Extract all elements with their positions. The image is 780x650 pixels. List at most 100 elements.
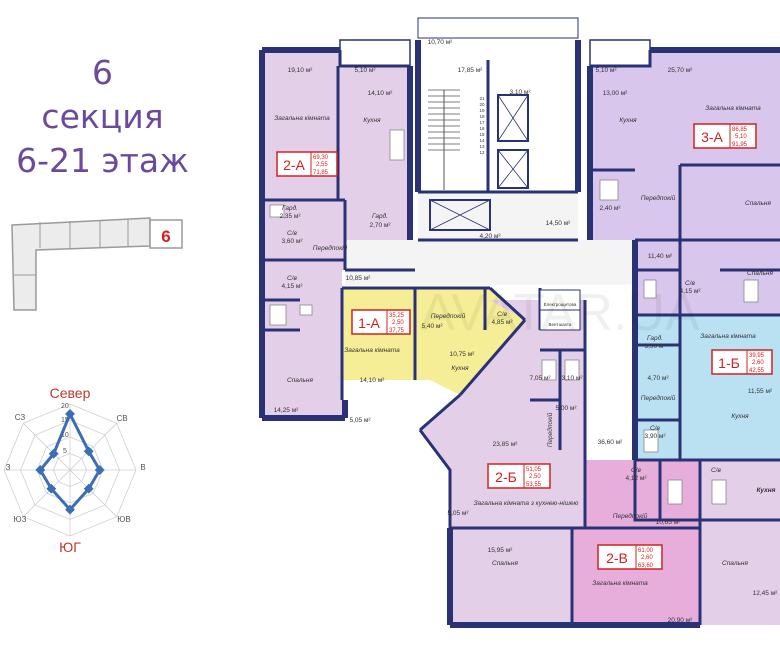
- room-area: 2,40 м²: [599, 205, 621, 212]
- room-name: С/в: [287, 275, 298, 282]
- svg-text:61,00: 61,00: [638, 548, 654, 554]
- room-name: Передпокій: [641, 394, 676, 402]
- rose-label-e: В: [140, 463, 145, 472]
- room-name: Загальна кімната: [592, 579, 648, 587]
- room-name: Передпокій: [431, 312, 466, 320]
- room-name: Загальна кімната: [274, 114, 330, 122]
- svg-text:2-A: 2-A: [283, 157, 305, 173]
- room-area: 11,40 м²: [648, 253, 673, 260]
- svg-text:69,30: 69,30: [313, 155, 329, 161]
- svg-text:5,10: 5,10: [735, 134, 747, 140]
- apt-tag-1a: 1-A 35,25 2,50 37,75: [351, 309, 411, 335]
- rose-label-north: Север: [50, 385, 91, 401]
- room-area: 13,00 м²: [603, 90, 629, 97]
- apt-tag-2v: 2-В 61,00 2,60 63,60: [597, 544, 663, 570]
- room-area: 5,05 м²: [349, 417, 371, 424]
- svg-text:20: 20: [479, 102, 485, 107]
- room-name: Загальна кімната: [700, 332, 756, 340]
- rose-label-sw: ЮЗ: [14, 515, 27, 524]
- building-plan: [259, 17, 780, 628]
- svg-text:2,55: 2,55: [316, 162, 328, 168]
- room-name: Кухня: [757, 487, 776, 494]
- room-name: Передпокій: [613, 512, 648, 520]
- rose-label-w: З: [6, 463, 11, 472]
- floor-index: 21 20 19 18 17 16 15 14 13 12: [479, 96, 485, 155]
- room-area: 4,20 м²: [479, 233, 501, 240]
- apt-1a-kitchen-zone: [415, 288, 525, 395]
- room-name: С/в: [685, 280, 696, 287]
- svg-text:42,55: 42,55: [749, 368, 765, 374]
- rose-tick: 15: [61, 417, 69, 424]
- room-area: 2,35 м²: [279, 213, 301, 220]
- room-name: Спальня: [722, 560, 748, 567]
- svg-text:2,60: 2,60: [752, 360, 764, 366]
- apt-tag-2a: 2-A 69,30 2,55 71,85: [276, 151, 338, 177]
- room-area: 12,45 м²: [753, 590, 779, 597]
- room-name: Кухня: [619, 117, 637, 124]
- svg-text:63,60: 63,60: [638, 563, 654, 569]
- room-area: 10,75 м²: [450, 351, 476, 358]
- room-area: 5,10 м²: [595, 67, 617, 74]
- room-name: Передпокій: [546, 412, 554, 447]
- room-area: 5,10 м²: [354, 67, 376, 74]
- section-number: 6: [92, 53, 113, 92]
- room-area: 3,90 м²: [644, 433, 666, 440]
- room-area: 4,15 м²: [679, 288, 701, 295]
- svg-text:14: 14: [479, 138, 485, 143]
- rose-label-south: ЮГ: [59, 539, 81, 555]
- room-name: Передпокій: [313, 244, 348, 252]
- svg-text:3-A: 3-A: [701, 129, 723, 145]
- svg-text:15: 15: [479, 132, 485, 137]
- room-area: 4,12 м²: [625, 475, 647, 482]
- room-name: Вентшахта: [549, 322, 572, 327]
- svg-text:37,75: 37,75: [389, 328, 405, 334]
- svg-text:17: 17: [479, 120, 485, 125]
- rose-label-se: ЮВ: [117, 515, 130, 524]
- rose-tick: 20: [61, 403, 69, 410]
- svg-text:35,25: 35,25: [389, 313, 405, 319]
- room-area: 14,10 м²: [368, 90, 394, 97]
- watermark: AVATAR.UA: [420, 284, 700, 342]
- room-name: Спальня: [747, 270, 773, 277]
- room-area: 11,55 м²: [748, 388, 773, 395]
- svg-text:18: 18: [479, 114, 485, 119]
- rose-tick: 10: [61, 432, 69, 439]
- room-area: 10,70 м²: [428, 39, 454, 46]
- room-name: Загальна кімната: [705, 104, 761, 112]
- room-area: 15,95 м²: [488, 547, 514, 554]
- apt-1b-zone: [635, 315, 780, 460]
- room-name: Кухня: [363, 117, 381, 124]
- svg-text:86,85: 86,85: [732, 127, 748, 133]
- room-area: 23,85 м²: [493, 441, 519, 448]
- svg-text:21: 21: [479, 96, 485, 101]
- svg-text:2-Б: 2-Б: [495, 469, 517, 485]
- room-area: 3,90 м²: [644, 343, 666, 350]
- rose-label-nw: СЗ: [15, 413, 26, 422]
- room-area: 10,85 м²: [346, 275, 372, 282]
- key-plan-section-6: [149, 219, 183, 249]
- room-name: Загальна кімната з кухнею-нішею: [474, 499, 579, 507]
- room-name: С/в: [650, 425, 661, 432]
- svg-text:71,85: 71,85: [313, 170, 329, 176]
- svg-text:13: 13: [479, 144, 485, 149]
- room-name: С/в: [497, 311, 508, 318]
- svg-text:2-В: 2-В: [606, 550, 628, 566]
- apt-tag-2b: 2-Б 51,05 2,50 53,55: [487, 463, 551, 489]
- room-area: 36,60 м²: [598, 439, 624, 446]
- key-plan: 6: [11, 217, 183, 311]
- room-area: 19,10 м²: [288, 67, 314, 74]
- rose-grid-spoke: [23, 423, 71, 471]
- room-area: 10,65 м²: [656, 519, 682, 526]
- section-label: секция: [41, 97, 164, 136]
- svg-text:1-Б: 1-Б: [718, 355, 740, 371]
- svg-text:1-A: 1-A: [358, 315, 380, 331]
- svg-text:2,60: 2,60: [641, 555, 653, 561]
- room-area: 4,70 м²: [647, 375, 669, 382]
- room-name: Гард.: [372, 212, 388, 220]
- room-area: 14,25 м²: [274, 407, 300, 414]
- apt-tag-1b: 1-Б 39,95 2,60 42,55: [711, 349, 773, 375]
- room-name: Гард.: [282, 204, 298, 212]
- svg-text:19: 19: [479, 108, 485, 113]
- room-area: 14,10 м²: [360, 377, 386, 384]
